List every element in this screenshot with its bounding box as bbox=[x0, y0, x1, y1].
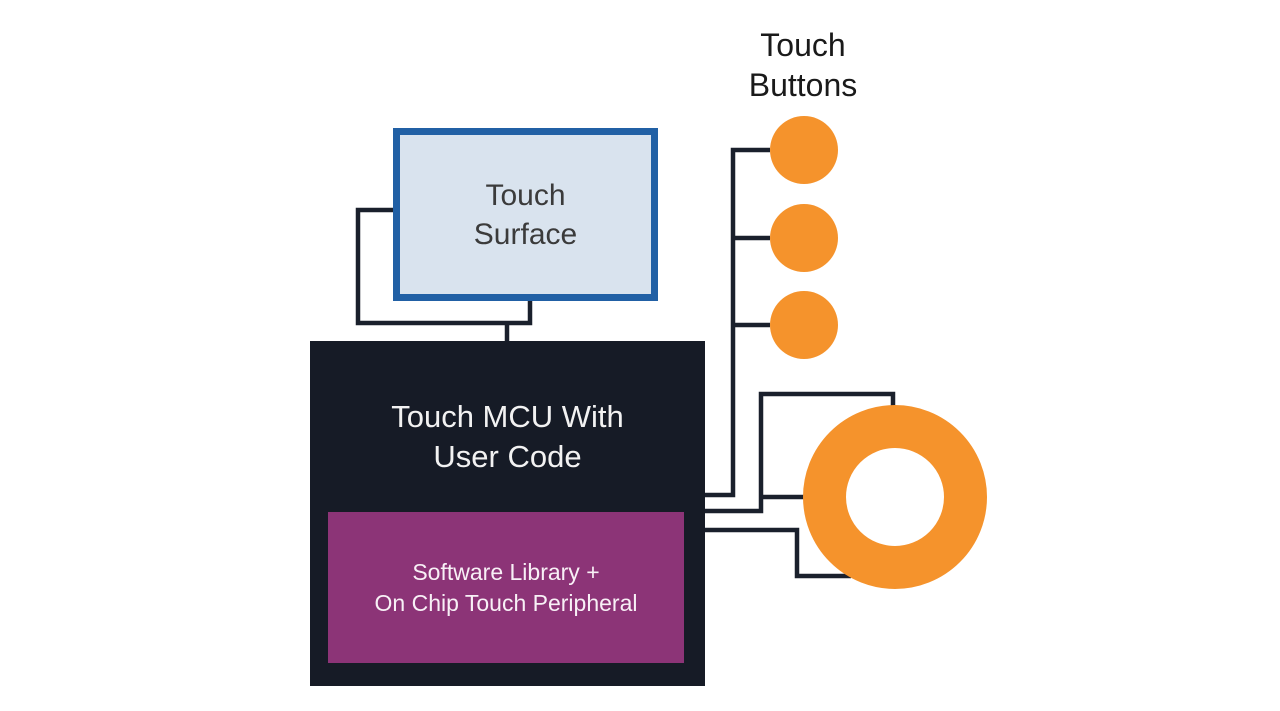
wire-mcu-to-buttons-bus bbox=[705, 147, 770, 498]
software-library-label: Software Library + On Chip Touch Periphe… bbox=[374, 558, 638, 616]
touch-mcu-label: Touch MCU With User Code bbox=[391, 399, 624, 474]
touch-button-1 bbox=[770, 116, 838, 184]
wire-mcu-to-wheel-bottom bbox=[705, 527, 851, 579]
touch-buttons-label: Touch Buttons bbox=[748, 27, 858, 103]
wire-mcu-to-wheel-top bbox=[705, 391, 896, 514]
touch-button-2 bbox=[770, 204, 838, 272]
software-library-box: Software Library + On Chip Touch Periphe… bbox=[328, 512, 684, 663]
wire-surface-loop bbox=[355, 207, 533, 326]
touch-wheel bbox=[803, 405, 987, 589]
touch-surface-box: Touch Surface bbox=[393, 128, 658, 301]
touch-surface-label: Touch Surface bbox=[473, 178, 578, 251]
touch-button-3 bbox=[770, 291, 838, 359]
